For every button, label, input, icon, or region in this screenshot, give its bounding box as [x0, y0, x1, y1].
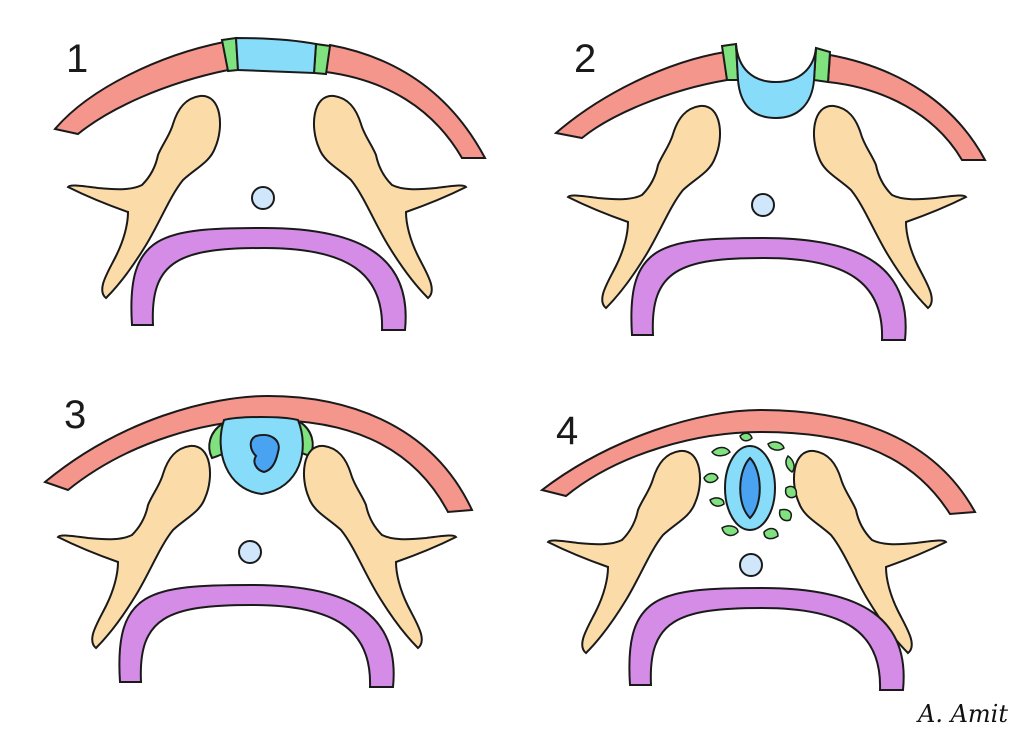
neural-plate — [735, 43, 817, 120]
endoderm — [130, 227, 407, 331]
ectoderm-right — [826, 53, 987, 161]
panel-3: 3 — [42, 393, 474, 688]
neural-canal — [739, 456, 761, 520]
ectoderm — [42, 394, 474, 514]
panel-number-4: 4 — [556, 409, 578, 453]
neural-crest-cells — [703, 432, 798, 540]
panel-4: 4 — [539, 408, 977, 691]
notochord — [751, 193, 775, 217]
endoderm — [630, 237, 907, 341]
panel-1: 1 — [53, 36, 487, 331]
panel-number-3: 3 — [64, 393, 86, 437]
notochord — [251, 186, 275, 210]
panel-number-1: 1 — [66, 37, 88, 81]
endoderm — [628, 587, 905, 691]
neural-canal — [249, 434, 280, 474]
ectoderm-right — [324, 43, 487, 159]
signature: A. Amit — [916, 700, 1008, 728]
notochord — [739, 553, 763, 577]
notochord — [238, 540, 262, 564]
ectoderm — [539, 408, 977, 516]
panel-2: 2 — [553, 37, 987, 341]
endoderm — [118, 584, 395, 688]
neural-plate — [234, 36, 318, 75]
panel-number-2: 2 — [574, 37, 596, 81]
